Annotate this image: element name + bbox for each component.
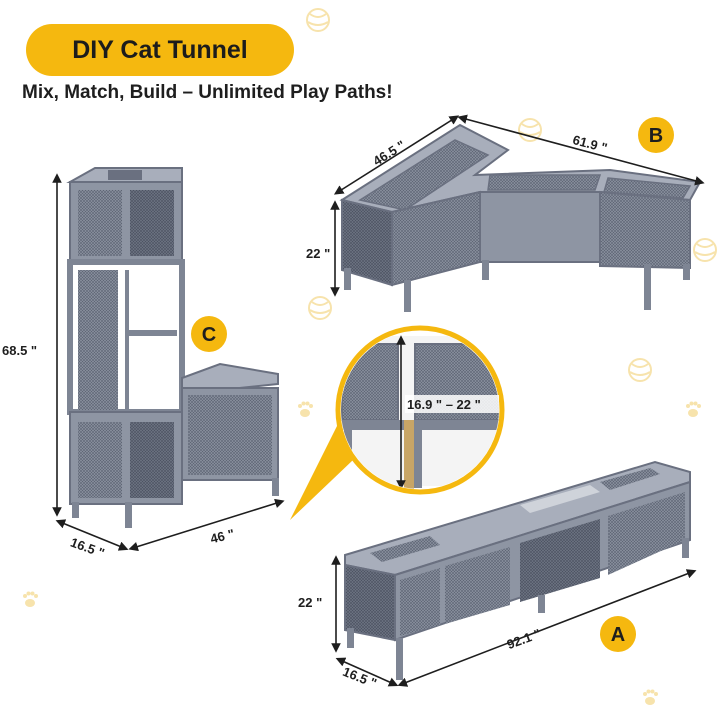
svg-text:C: C <box>202 324 216 346</box>
dimension-lines-c <box>52 173 285 552</box>
dimension-b-height: 22 " <box>306 246 330 261</box>
cat-tunnel-config-c <box>66 167 279 528</box>
dimension-a-height: 22 " <box>298 595 322 610</box>
badge-c: C <box>191 316 227 352</box>
badge-a: A <box>600 616 636 652</box>
adjustable-height-label: 16.9 " – 22 " <box>407 397 481 412</box>
svg-text:A: A <box>611 624 625 646</box>
height-callout: 16.9 " – 22 " <box>290 325 505 520</box>
page-subtitle: Mix, Match, Build – Unlimited Play Paths… <box>22 82 393 103</box>
dimension-c-height: 68.5 " <box>2 343 37 358</box>
svg-text:B: B <box>649 125 663 147</box>
dimension-a-width: 92.1 " <box>505 626 543 652</box>
page-title: DIY Cat Tunnel <box>26 24 294 76</box>
dimension-c-width: 46 " <box>209 526 236 546</box>
dimension-lines-b <box>330 114 705 297</box>
dimension-a-depth: 16.5 " <box>341 664 379 691</box>
dimension-lines-a <box>331 555 697 687</box>
badge-b: B <box>638 117 674 153</box>
